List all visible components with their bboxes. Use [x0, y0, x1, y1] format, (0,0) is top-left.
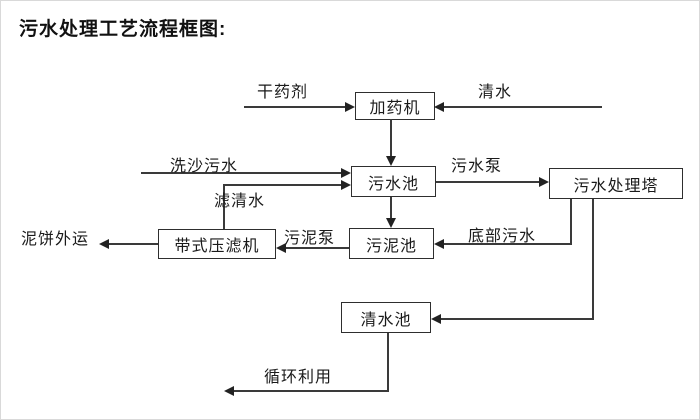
arrow-left-icon: [431, 314, 441, 324]
edge-bottom-sewage-vline: [570, 199, 572, 245]
arrow-right-icon: [345, 102, 355, 112]
node-dosing-machine: 加药机: [355, 92, 435, 120]
edge-sewage-pump-line: [436, 181, 540, 183]
arrow-down-icon: [386, 156, 396, 166]
edge-sludge-pump-line: [286, 247, 349, 249]
edge-sand-wash-line: [141, 172, 342, 174]
node-sewage-pool: 污水池: [351, 166, 436, 197]
edge-recycle-hline: [234, 390, 389, 392]
arrow-right-icon: [341, 168, 351, 178]
node-sludge-pool-label: 污泥池: [365, 237, 417, 255]
edge-label-filtered-water: 滤清水: [214, 193, 266, 210]
arrow-left-icon: [434, 102, 444, 112]
edge-label-bottom-sewage: 底部污水: [468, 228, 537, 245]
node-belt-filter-press: 带式压滤机: [158, 229, 276, 259]
edge-label-sludge-pump: 污泥泵: [284, 230, 336, 247]
arrow-left-icon: [434, 239, 444, 249]
node-dosing-machine-label: 加药机: [369, 100, 421, 117]
node-sludge-pool: 污泥池: [349, 228, 434, 259]
node-sewage-pool-label: 污水池: [367, 175, 419, 193]
edge-label-sewage-pump: 污水泵: [451, 158, 503, 175]
node-clean-water-pool-label: 清水池: [360, 311, 412, 329]
edge-label-recycle-use: 循环利用: [264, 369, 333, 386]
edge-tower-to-clean-vline: [592, 199, 594, 320]
edge-label-sand-wash-sewage: 洗沙污水: [170, 158, 239, 175]
edge-dosing-to-sewage-line: [390, 119, 392, 158]
arrow-left-icon: [99, 239, 109, 249]
node-clean-water-pool: 清水池: [341, 302, 431, 333]
arrow-down-icon: [386, 218, 396, 228]
edge-sewage-to-sludge-line: [390, 197, 392, 219]
edge-filtered-water-hline: [223, 184, 342, 186]
edge-label-clean-water: 清水: [478, 84, 513, 101]
arrow-right-icon: [539, 177, 549, 187]
edge-label-dry-agent: 干药剂: [257, 84, 309, 101]
page-title: 污水处理工艺流程框图:: [19, 19, 227, 40]
node-treatment-tower-label: 污水处理塔: [573, 177, 659, 195]
arrow-left-icon: [276, 243, 286, 253]
edge-mud-cake-line: [109, 243, 158, 245]
edge-dry-agent-line: [244, 106, 346, 108]
edge-tower-to-clean-hline: [441, 318, 594, 320]
arrow-right-icon: [341, 180, 351, 190]
edge-label-mud-cake-out: 泥饼外运: [21, 231, 90, 248]
edge-clean-water-line: [444, 106, 602, 108]
edge-recycle-vline: [387, 333, 389, 392]
edge-filtered-water-vline: [223, 185, 225, 229]
arrow-left-icon: [224, 386, 234, 396]
node-treatment-tower: 污水处理塔: [549, 168, 683, 199]
node-belt-filter-press-label: 带式压滤机: [174, 238, 260, 255]
edge-bottom-sewage-hline: [444, 243, 572, 245]
